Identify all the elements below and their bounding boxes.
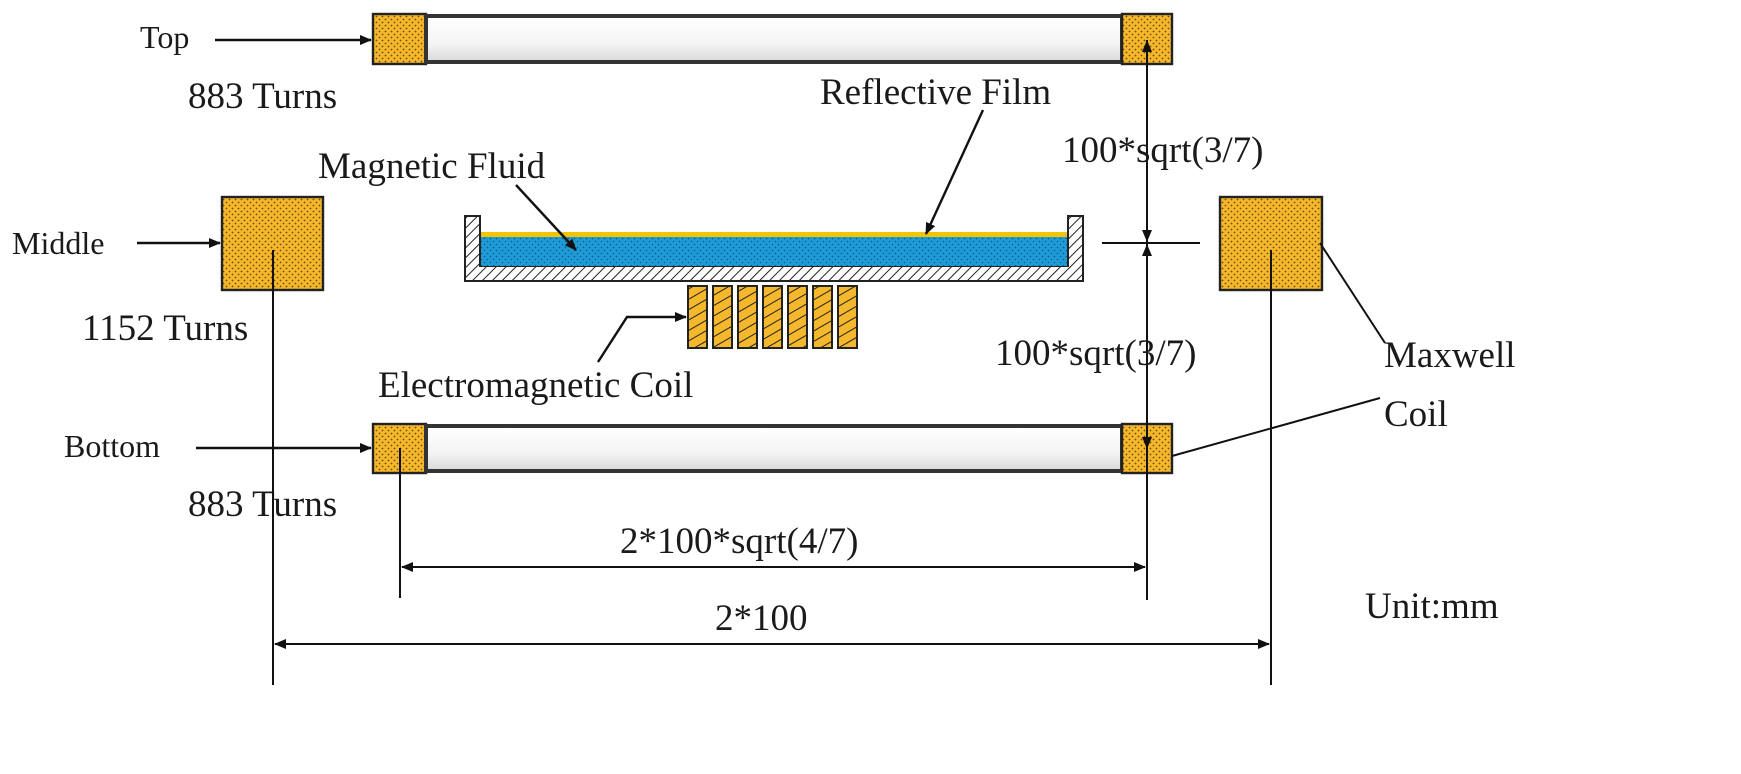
lower-gap-dimension: 100*sqrt(3/7): [995, 333, 1196, 374]
top-coil-bar: [424, 14, 1124, 64]
electromagnetic-coil-label: Electromagnetic Coil: [378, 365, 693, 406]
em-coil-segment: [837, 285, 858, 349]
em-coil-segment: [812, 285, 833, 349]
upper-gap-dimension: 100*sqrt(3/7): [1062, 130, 1263, 171]
top-turns-label: 883 Turns: [188, 76, 337, 117]
top-label: Top: [140, 19, 189, 55]
electromagnetic-coil: [687, 285, 858, 349]
top-coil-left-section: [371, 12, 428, 66]
em-coil-segment: [687, 285, 708, 349]
em-coil-segment: [787, 285, 808, 349]
bottom-coil-bar: [424, 424, 1124, 473]
bottom-turns-label: 883 Turns: [188, 484, 337, 525]
em-coil-leader: [596, 312, 687, 363]
magnetic-fluid-leader: [515, 184, 577, 251]
middle-coil-span-dimension: 2*100: [715, 598, 808, 639]
em-coil-segment: [737, 285, 758, 349]
magnetic-fluid-label: Magnetic Fluid: [318, 146, 546, 187]
em-coil-segment: [712, 285, 733, 349]
em-coil-segment: [762, 285, 783, 349]
vessel-wall: [464, 215, 1084, 282]
reflective-film-leader: [924, 109, 985, 235]
top-coil: [371, 12, 1174, 66]
reflective-film-label: Reflective Film: [820, 72, 1051, 113]
maxwell-leader-bottom: [1171, 397, 1381, 457]
unit-label: Unit:mm: [1365, 586, 1499, 627]
maxwell-coil-label-line1: Maxwell: [1384, 335, 1516, 376]
bottom-label: Bottom: [64, 428, 160, 464]
reflective-film: [481, 232, 1067, 237]
middle-label: Middle: [12, 225, 104, 261]
side-coil-span-dimension: 2*100*sqrt(4/7): [620, 521, 858, 562]
bottom-coil: [371, 422, 1174, 475]
middle-turns-label: 1152 Turns: [82, 308, 248, 349]
magnetic-fluid: [481, 236, 1067, 266]
maxwell-coil-label-line2: Coil: [1384, 394, 1448, 435]
fluid-vessel: [464, 215, 1084, 282]
maxwell-leader-middle: [1319, 242, 1386, 344]
